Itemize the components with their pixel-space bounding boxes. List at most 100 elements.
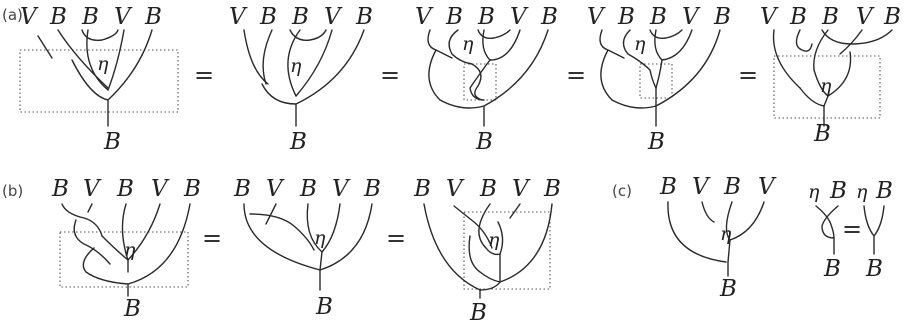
- strand: [249, 213, 315, 251]
- top-label: B: [649, 4, 667, 30]
- equals-sign: =: [380, 61, 400, 89]
- strand: [661, 29, 693, 61]
- strand: [727, 239, 731, 277]
- top-label: B: [543, 176, 561, 202]
- top-label: V: [692, 174, 711, 200]
- top-label: B: [355, 4, 373, 30]
- strand: [813, 29, 829, 97]
- strand: [599, 29, 625, 59]
- top-label: V: [512, 176, 531, 202]
- bottom-label: B: [647, 129, 665, 155]
- equals-sign: =: [566, 61, 586, 89]
- top-label: B: [617, 4, 635, 30]
- strand: [667, 201, 727, 263]
- strand: [863, 205, 875, 237]
- equals-sign: =: [386, 224, 406, 252]
- strand: [319, 251, 323, 291]
- strand: [701, 201, 715, 223]
- eta-label: η: [462, 33, 474, 55]
- top-label: V: [415, 4, 434, 30]
- panel-b-label: (b): [2, 182, 23, 200]
- strand: [81, 29, 119, 41]
- strand: [287, 29, 301, 97]
- top-label: B: [183, 176, 201, 202]
- dotted-region: [463, 211, 551, 290]
- bottom-label: B: [719, 276, 737, 302]
- top-label: V: [758, 174, 777, 200]
- top-label: V: [324, 4, 343, 30]
- strand: [821, 29, 893, 45]
- eta-label: η: [97, 53, 109, 75]
- top-label: V: [760, 4, 779, 30]
- diagram-a5: V B B V B η B: [760, 4, 901, 147]
- diagram-c1: B V B V η B: [659, 174, 777, 302]
- strand: [489, 29, 521, 61]
- strand: [479, 281, 501, 291]
- strand: [497, 221, 504, 255]
- top-label: B: [51, 176, 69, 202]
- top-label: V: [682, 4, 701, 30]
- top-label: B: [540, 4, 558, 30]
- strand: [243, 203, 321, 271]
- top-label: V: [332, 176, 351, 202]
- diagram-c2-identity: η B η B = B B: [808, 178, 893, 282]
- top-label: V: [83, 176, 102, 202]
- strand: [319, 203, 373, 271]
- top-label: B: [233, 176, 251, 202]
- equals-sign: =: [194, 61, 214, 89]
- top-label: B: [413, 176, 431, 202]
- diagram-b1: B V B V B η B: [51, 176, 201, 322]
- top-label: V: [20, 4, 39, 30]
- diagram-a2: V B B V B η B: [229, 4, 373, 155]
- eta-label: η: [124, 239, 136, 261]
- strand: [478, 203, 491, 249]
- panel-a-label: (a): [2, 6, 23, 24]
- strand: [772, 29, 801, 89]
- bottom-label: B: [469, 300, 487, 326]
- strand: [821, 205, 839, 255]
- top-label: V: [856, 4, 875, 30]
- strand: [477, 29, 511, 40]
- dotted-region: [639, 63, 673, 99]
- bottom-label: B: [103, 129, 121, 155]
- strand: [265, 203, 277, 225]
- top-label: B: [789, 4, 807, 30]
- top-label: B: [299, 176, 317, 202]
- strand: [448, 29, 483, 101]
- bottom-label: B: [813, 121, 831, 147]
- strand: [306, 203, 323, 253]
- panel-a: (a) V B B V B η B = V B B V B: [2, 4, 901, 155]
- strand: [262, 29, 273, 85]
- panel-c-label: (c): [612, 182, 632, 200]
- strand: [655, 29, 721, 127]
- equals-sign: =: [842, 215, 862, 243]
- dotted-region: [773, 55, 881, 119]
- strand: [469, 29, 491, 101]
- bottom-label: B: [823, 256, 841, 282]
- top-label: B: [363, 176, 381, 202]
- bottom-label: B: [315, 294, 333, 320]
- diagram-b2: B V B V B η B: [233, 176, 381, 320]
- strand: [649, 29, 683, 40]
- strand: [37, 35, 53, 59]
- eta-label: η: [720, 223, 732, 245]
- equals-sign: =: [738, 61, 758, 89]
- bottom-label: B: [289, 129, 307, 155]
- strand: [87, 203, 93, 213]
- eta-label: η: [808, 181, 820, 203]
- diagram-b3: B V B V B η B: [413, 176, 561, 326]
- panel-c: (c) B V B V η B η B η B = B: [612, 174, 893, 302]
- strand: [107, 29, 125, 91]
- strand: [453, 205, 493, 249]
- top-label: B: [477, 4, 495, 30]
- eta-label: η: [488, 229, 500, 251]
- dotted-region: [59, 231, 189, 288]
- strand: [73, 219, 111, 265]
- strand: [321, 203, 341, 253]
- top-label: V: [151, 176, 170, 202]
- top-label: B: [821, 4, 839, 30]
- dotted-region: [19, 49, 179, 113]
- eta-label: η: [820, 75, 832, 97]
- top-label: B: [659, 174, 677, 200]
